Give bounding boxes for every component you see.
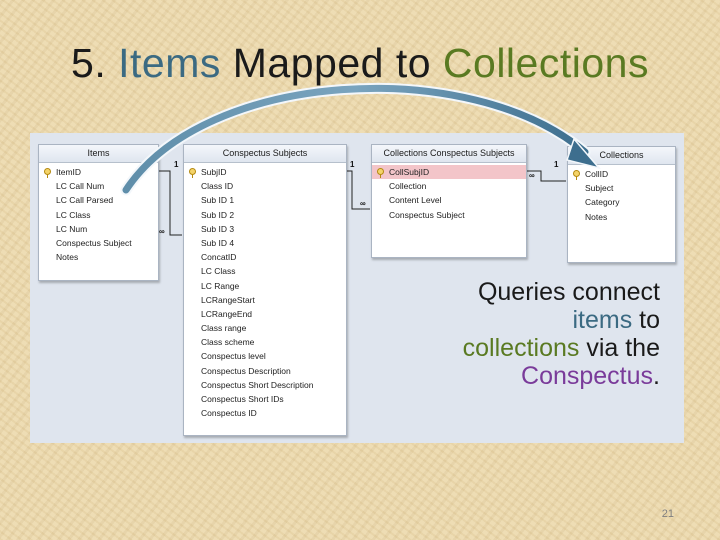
table-field[interactable]: Sub ID 1 (201, 195, 235, 206)
caption-text: Queries connect items to collections via… (462, 278, 660, 390)
relationship-one-label: 1 (350, 160, 355, 169)
table-field[interactable]: Category (585, 197, 620, 208)
table-field[interactable]: LCRangeEnd (201, 308, 253, 319)
relationship-many-label: ∞ (360, 199, 366, 208)
table-field[interactable]: Collection (389, 181, 427, 192)
collections-table[interactable]: Collections CollID Subject Category Note… (567, 146, 676, 263)
table-field[interactable]: Sub ID 3 (201, 223, 235, 234)
table-field[interactable]: CollID (568, 167, 675, 181)
relationship-one-label: 1 (554, 160, 559, 169)
table-field[interactable]: LC Call Parsed (56, 195, 114, 206)
items-table[interactable]: Items ItemID LC Call Num LC Call Parsed … (38, 144, 159, 281)
table-field[interactable]: LCRangeStart (201, 294, 255, 305)
table-field[interactable]: Sub ID 4 (201, 237, 235, 248)
relationships-diagram: Items ItemID LC Call Num LC Call Parsed … (30, 133, 684, 443)
relationship-many-label: ∞ (529, 171, 535, 180)
table-field[interactable]: Content Level (389, 195, 442, 206)
collections-conspectus-subjects-table-title[interactable]: Collections Conspectus Subjects (372, 145, 526, 163)
collections-table-title[interactable]: Collections (568, 147, 675, 165)
table-field[interactable]: LC Call Num (56, 181, 105, 192)
table-field-selected[interactable]: CollSubjID (372, 165, 526, 180)
relationship-many-label: ∞ (159, 227, 165, 236)
table-field[interactable]: Notes (56, 252, 79, 263)
items-table-title[interactable]: Items (39, 145, 158, 163)
table-field[interactable]: Conspectus Description (201, 365, 291, 376)
table-field[interactable]: ConcatID (201, 252, 237, 263)
table-field[interactable]: LC Num (56, 223, 88, 234)
table-field[interactable]: LC Range (201, 280, 240, 291)
table-field[interactable]: Conspectus Subject (56, 237, 132, 248)
table-field[interactable]: Notes (585, 211, 608, 222)
table-field[interactable]: LC Class (56, 209, 91, 220)
slide-title: 5. Items Mapped to Collections (71, 40, 649, 86)
conspectus-subjects-table[interactable]: Conspectus Subjects SubjID Class ID Sub … (183, 144, 347, 436)
table-field[interactable]: Class range (201, 323, 247, 334)
relationship-one-label: 1 (174, 160, 179, 169)
conspectus-subjects-table-title[interactable]: Conspectus Subjects (184, 145, 346, 163)
table-field[interactable]: LC Class (201, 266, 236, 277)
table-field[interactable]: Conspectus Subject (389, 209, 465, 220)
table-field[interactable]: Conspectus Short Description (201, 379, 314, 390)
table-field[interactable]: Class scheme (201, 337, 255, 348)
table-field[interactable]: Conspectus level (201, 351, 266, 362)
table-field[interactable]: Conspectus ID (201, 408, 257, 419)
table-field[interactable]: Sub ID 2 (201, 209, 235, 220)
table-field[interactable]: Class ID (201, 181, 234, 192)
table-field[interactable]: Conspectus Short IDs (201, 394, 284, 404)
table-field[interactable]: ItemID (39, 165, 158, 179)
table-field[interactable]: Subject (585, 183, 614, 194)
page-number: 21 (661, 508, 674, 520)
table-field[interactable]: SubjID (184, 165, 346, 179)
collections-conspectus-subjects-table[interactable]: Collections Conspectus Subjects CollSubj… (371, 144, 527, 258)
